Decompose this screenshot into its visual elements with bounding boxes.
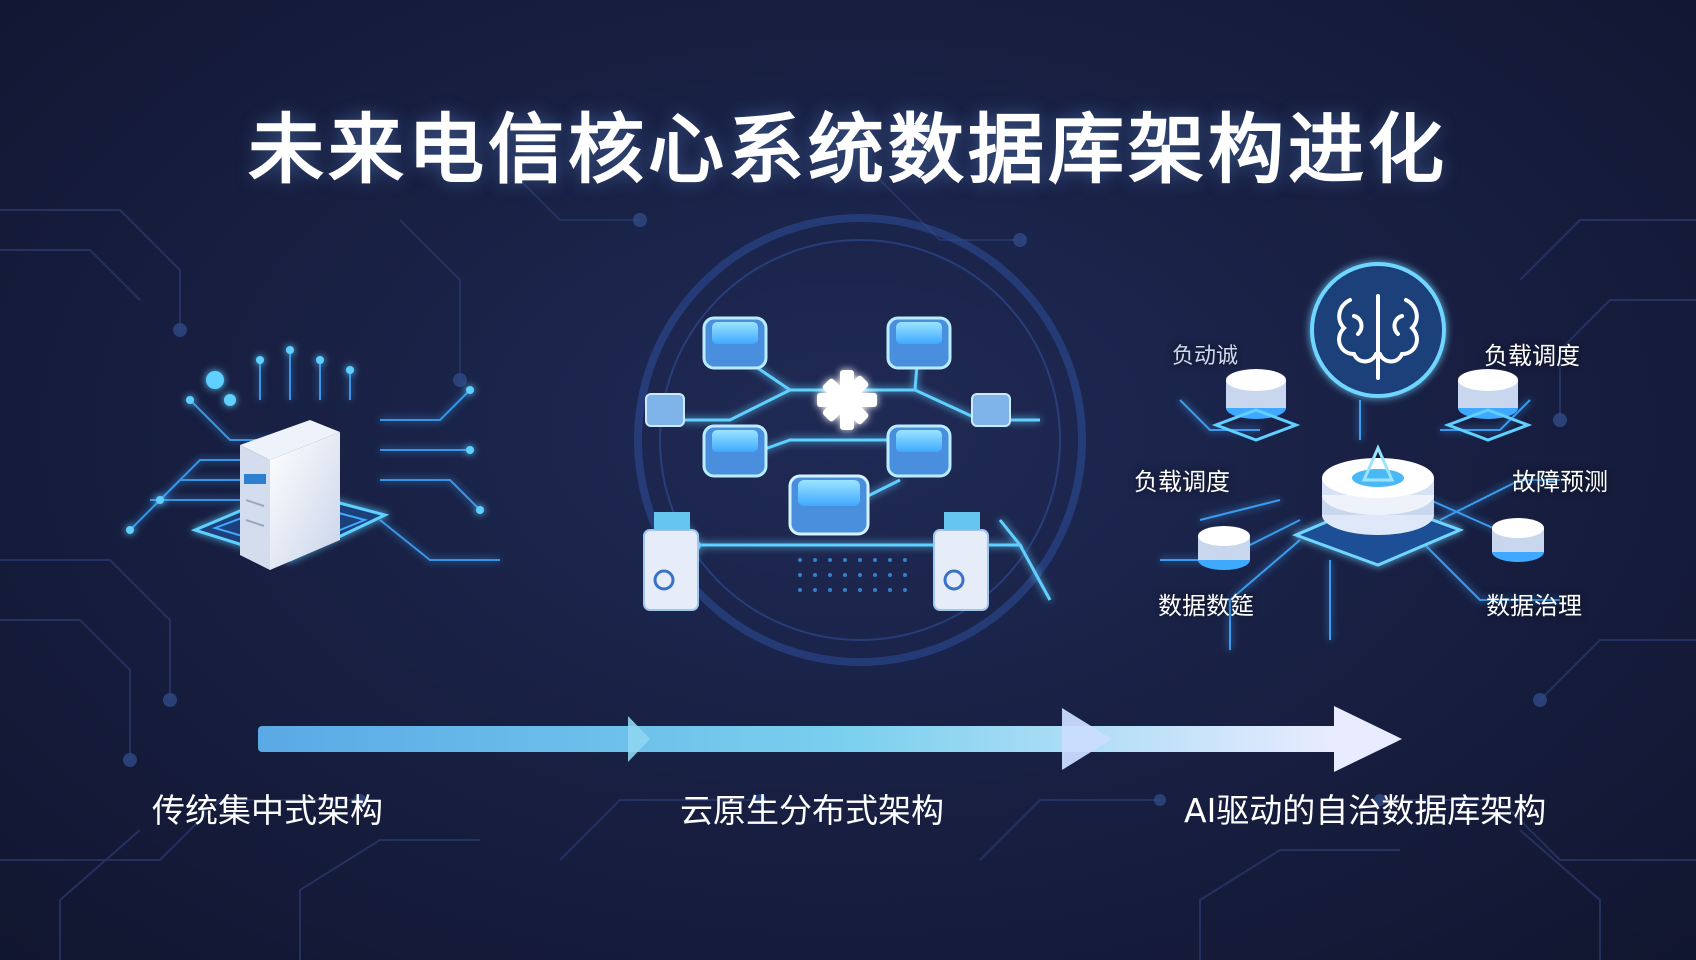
stage-label-cloud-native: 云原生分布式架构 <box>680 791 944 830</box>
mainframe-server-icon <box>126 346 500 570</box>
ai-function-mid-right: 故障预测 <box>1512 468 1608 496</box>
ai-function-bottom-right: 数据治理 <box>1486 592 1582 620</box>
ai-function-top-left: 负动诚 <box>1172 344 1239 369</box>
ai-function-top-right: 负载调度 <box>1484 342 1580 370</box>
ai-function-bottom-left: 数据数筵 <box>1158 592 1254 620</box>
stage-label-ai-autonomous: AI驱动的自治数据库架构 <box>1184 791 1547 830</box>
stage-label-centralized: 传统集中式架构 <box>152 791 383 830</box>
evolution-arrow <box>258 706 1402 772</box>
page-title: 未来电信核心系统数据库架构进化 <box>248 105 1448 194</box>
distributed-database-nodes-icon <box>643 316 1052 611</box>
ai-autonomous-database-icon <box>1160 262 1560 650</box>
ai-function-mid-left: 负载调度 <box>1134 468 1230 496</box>
